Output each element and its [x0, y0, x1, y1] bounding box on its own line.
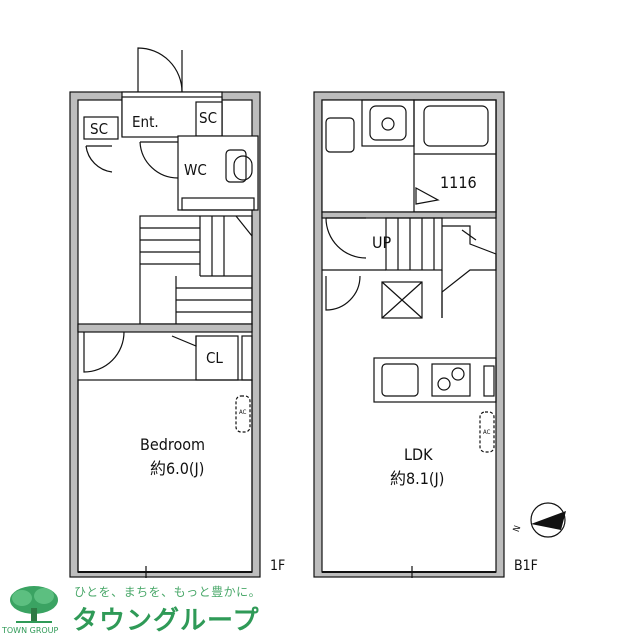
storage-box [381, 281, 423, 319]
entrance-door [137, 47, 183, 93]
shoe-closet-left-label: SC [90, 120, 108, 138]
floor-b1-stairs [385, 217, 497, 318]
bedroom-name: Bedroom [140, 435, 205, 454]
kitchen-counter [373, 357, 497, 403]
floor-1-label: 1F [270, 558, 285, 574]
sink [325, 117, 355, 153]
compass-north-label: N [512, 524, 523, 533]
ac-label-b1f: AC [483, 429, 491, 436]
floor-b1-label: B1F [514, 558, 538, 574]
floor-1-plan [69, 47, 261, 578]
ac-unit-b1f [479, 411, 495, 453]
logo-name: タウングループ [72, 606, 260, 636]
unit-number: 1116 [440, 173, 477, 192]
shoe-closet-right-label: SC [199, 109, 217, 127]
entrance-label: Ent. [132, 113, 159, 131]
logo-tree-icon [10, 586, 58, 623]
ldk-size: 約8.1(J) [390, 469, 444, 488]
ldk-door [325, 275, 361, 311]
floor-b1-plan [313, 91, 505, 578]
ac-unit-1f [235, 395, 251, 433]
wc-door [139, 141, 179, 179]
floor-plan: Ent. SC SC WC CL Bedroom 約6.0(J) AC 1F 1… [69, 47, 566, 578]
stairs-up-label: UP [372, 233, 392, 252]
bath-door [325, 217, 367, 259]
logo-subtitle: TOWN GROUP [2, 626, 59, 635]
toilet-label: WC [184, 161, 207, 179]
bedroom-door [83, 331, 125, 373]
ldk-name: LDK [404, 445, 433, 464]
bedroom-size: 約6.0(J) [150, 459, 204, 478]
shoe-closet-right [195, 101, 223, 137]
ac-label-1f: AC [239, 409, 247, 416]
closet-label: CL [206, 349, 223, 367]
compass-icon [530, 502, 566, 538]
bathtub [423, 105, 489, 147]
shoe-closet-left [83, 116, 119, 140]
logo-tagline: ひとを、まちを、もっと豊かに。 [74, 585, 262, 599]
